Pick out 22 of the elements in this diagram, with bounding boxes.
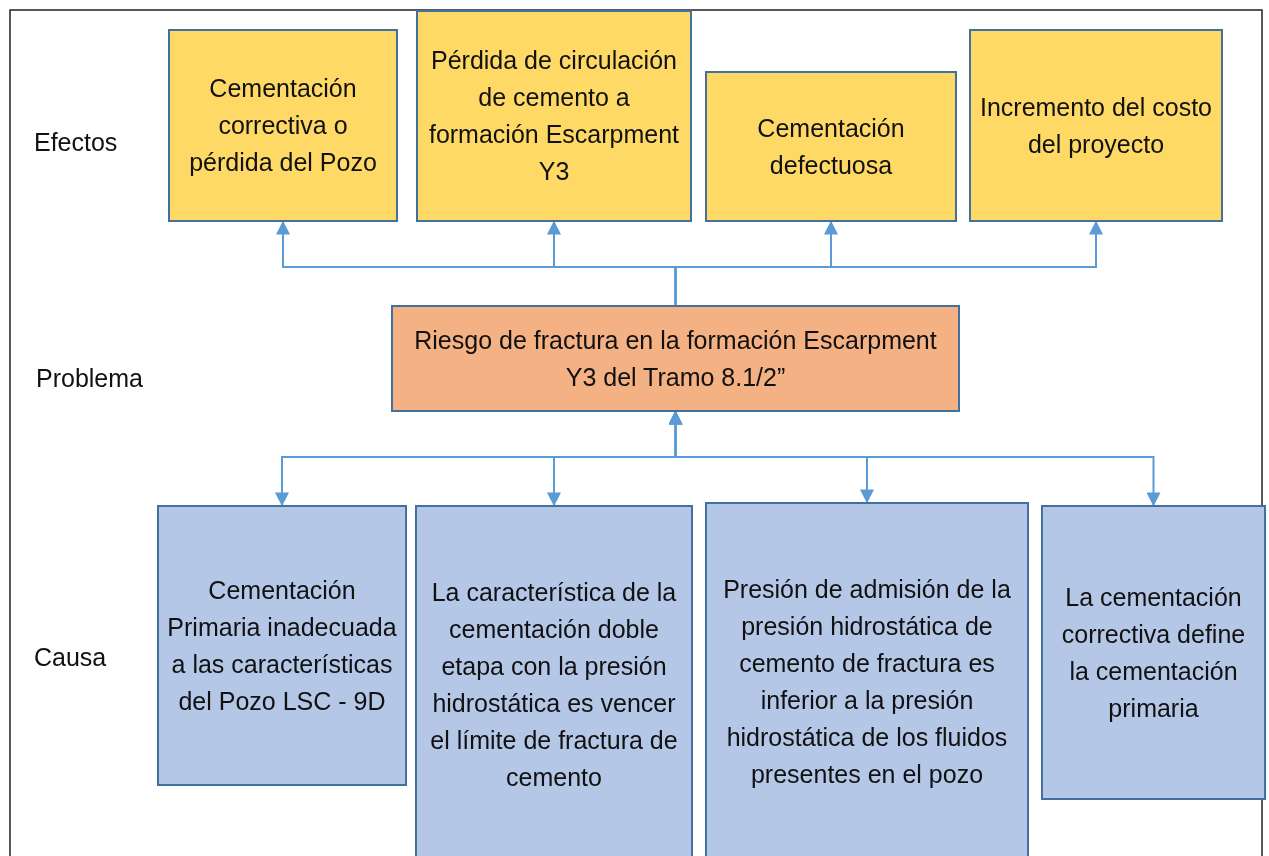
- cause-box: [415, 505, 693, 856]
- node-text: La característica de la cementación doble etapa con la presión hidrostática es vencer el límite de fractura de cemento: [429, 577, 679, 793]
- node-text: Riesgo de fractura en la formación Escarpment Y3 del Tramo 8.1/2”: [413, 324, 938, 393]
- cause-box: [157, 505, 407, 786]
- row-label: Causa: [34, 643, 107, 672]
- row-label: Problema: [36, 364, 143, 393]
- node-text: Pérdida de circulación de cemento a formación Escarpment Y3: [427, 45, 681, 187]
- effect-box: [969, 29, 1223, 222]
- node-text: Cementación correctiva o pérdida del Pozo: [188, 73, 378, 178]
- effect-box: [168, 29, 398, 222]
- node-text: Incremento del costo del proyecto: [979, 91, 1213, 160]
- cause-box: [705, 502, 1029, 856]
- row-label: Efectos: [34, 128, 118, 157]
- node-text: Cementación Primaria inadecuada a las características del Pozo LSC - 9D: [167, 574, 397, 717]
- arrow: [674, 220, 1103, 306]
- node-text: Cementación defectuosa: [756, 112, 906, 181]
- problem-box: [391, 305, 960, 412]
- effect-box: [416, 10, 692, 222]
- node-text: Presión de admisión de la presión hidrostática de cemento de fractura es inferior a la presión hidrostática de los fluidos presentes en el pozo: [722, 574, 1012, 790]
- effect-box: [705, 71, 957, 222]
- node-text: La cementación correctiva define la cementación primaria: [1060, 581, 1247, 724]
- cause-box: [1041, 505, 1266, 800]
